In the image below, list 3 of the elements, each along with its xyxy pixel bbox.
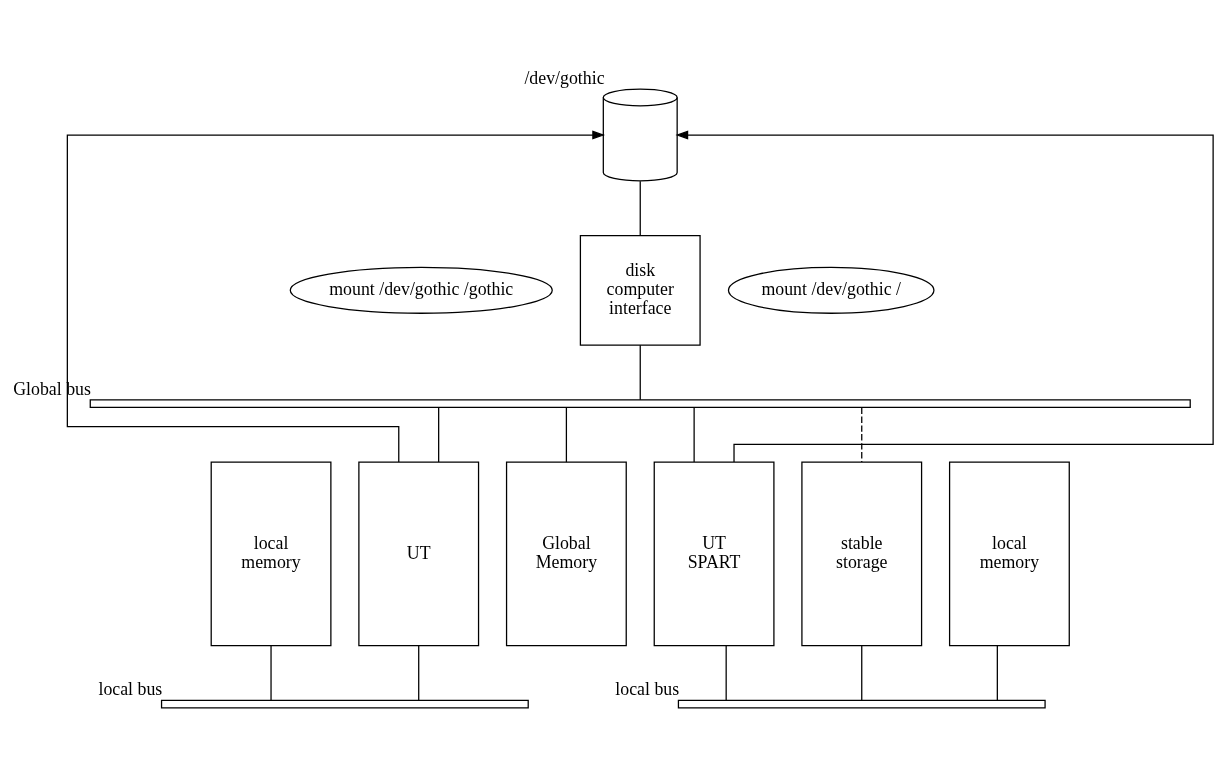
node-label: /dev/gothic	[524, 68, 605, 89]
node-label: local bus	[615, 679, 680, 700]
node-label: local bus	[98, 679, 163, 700]
